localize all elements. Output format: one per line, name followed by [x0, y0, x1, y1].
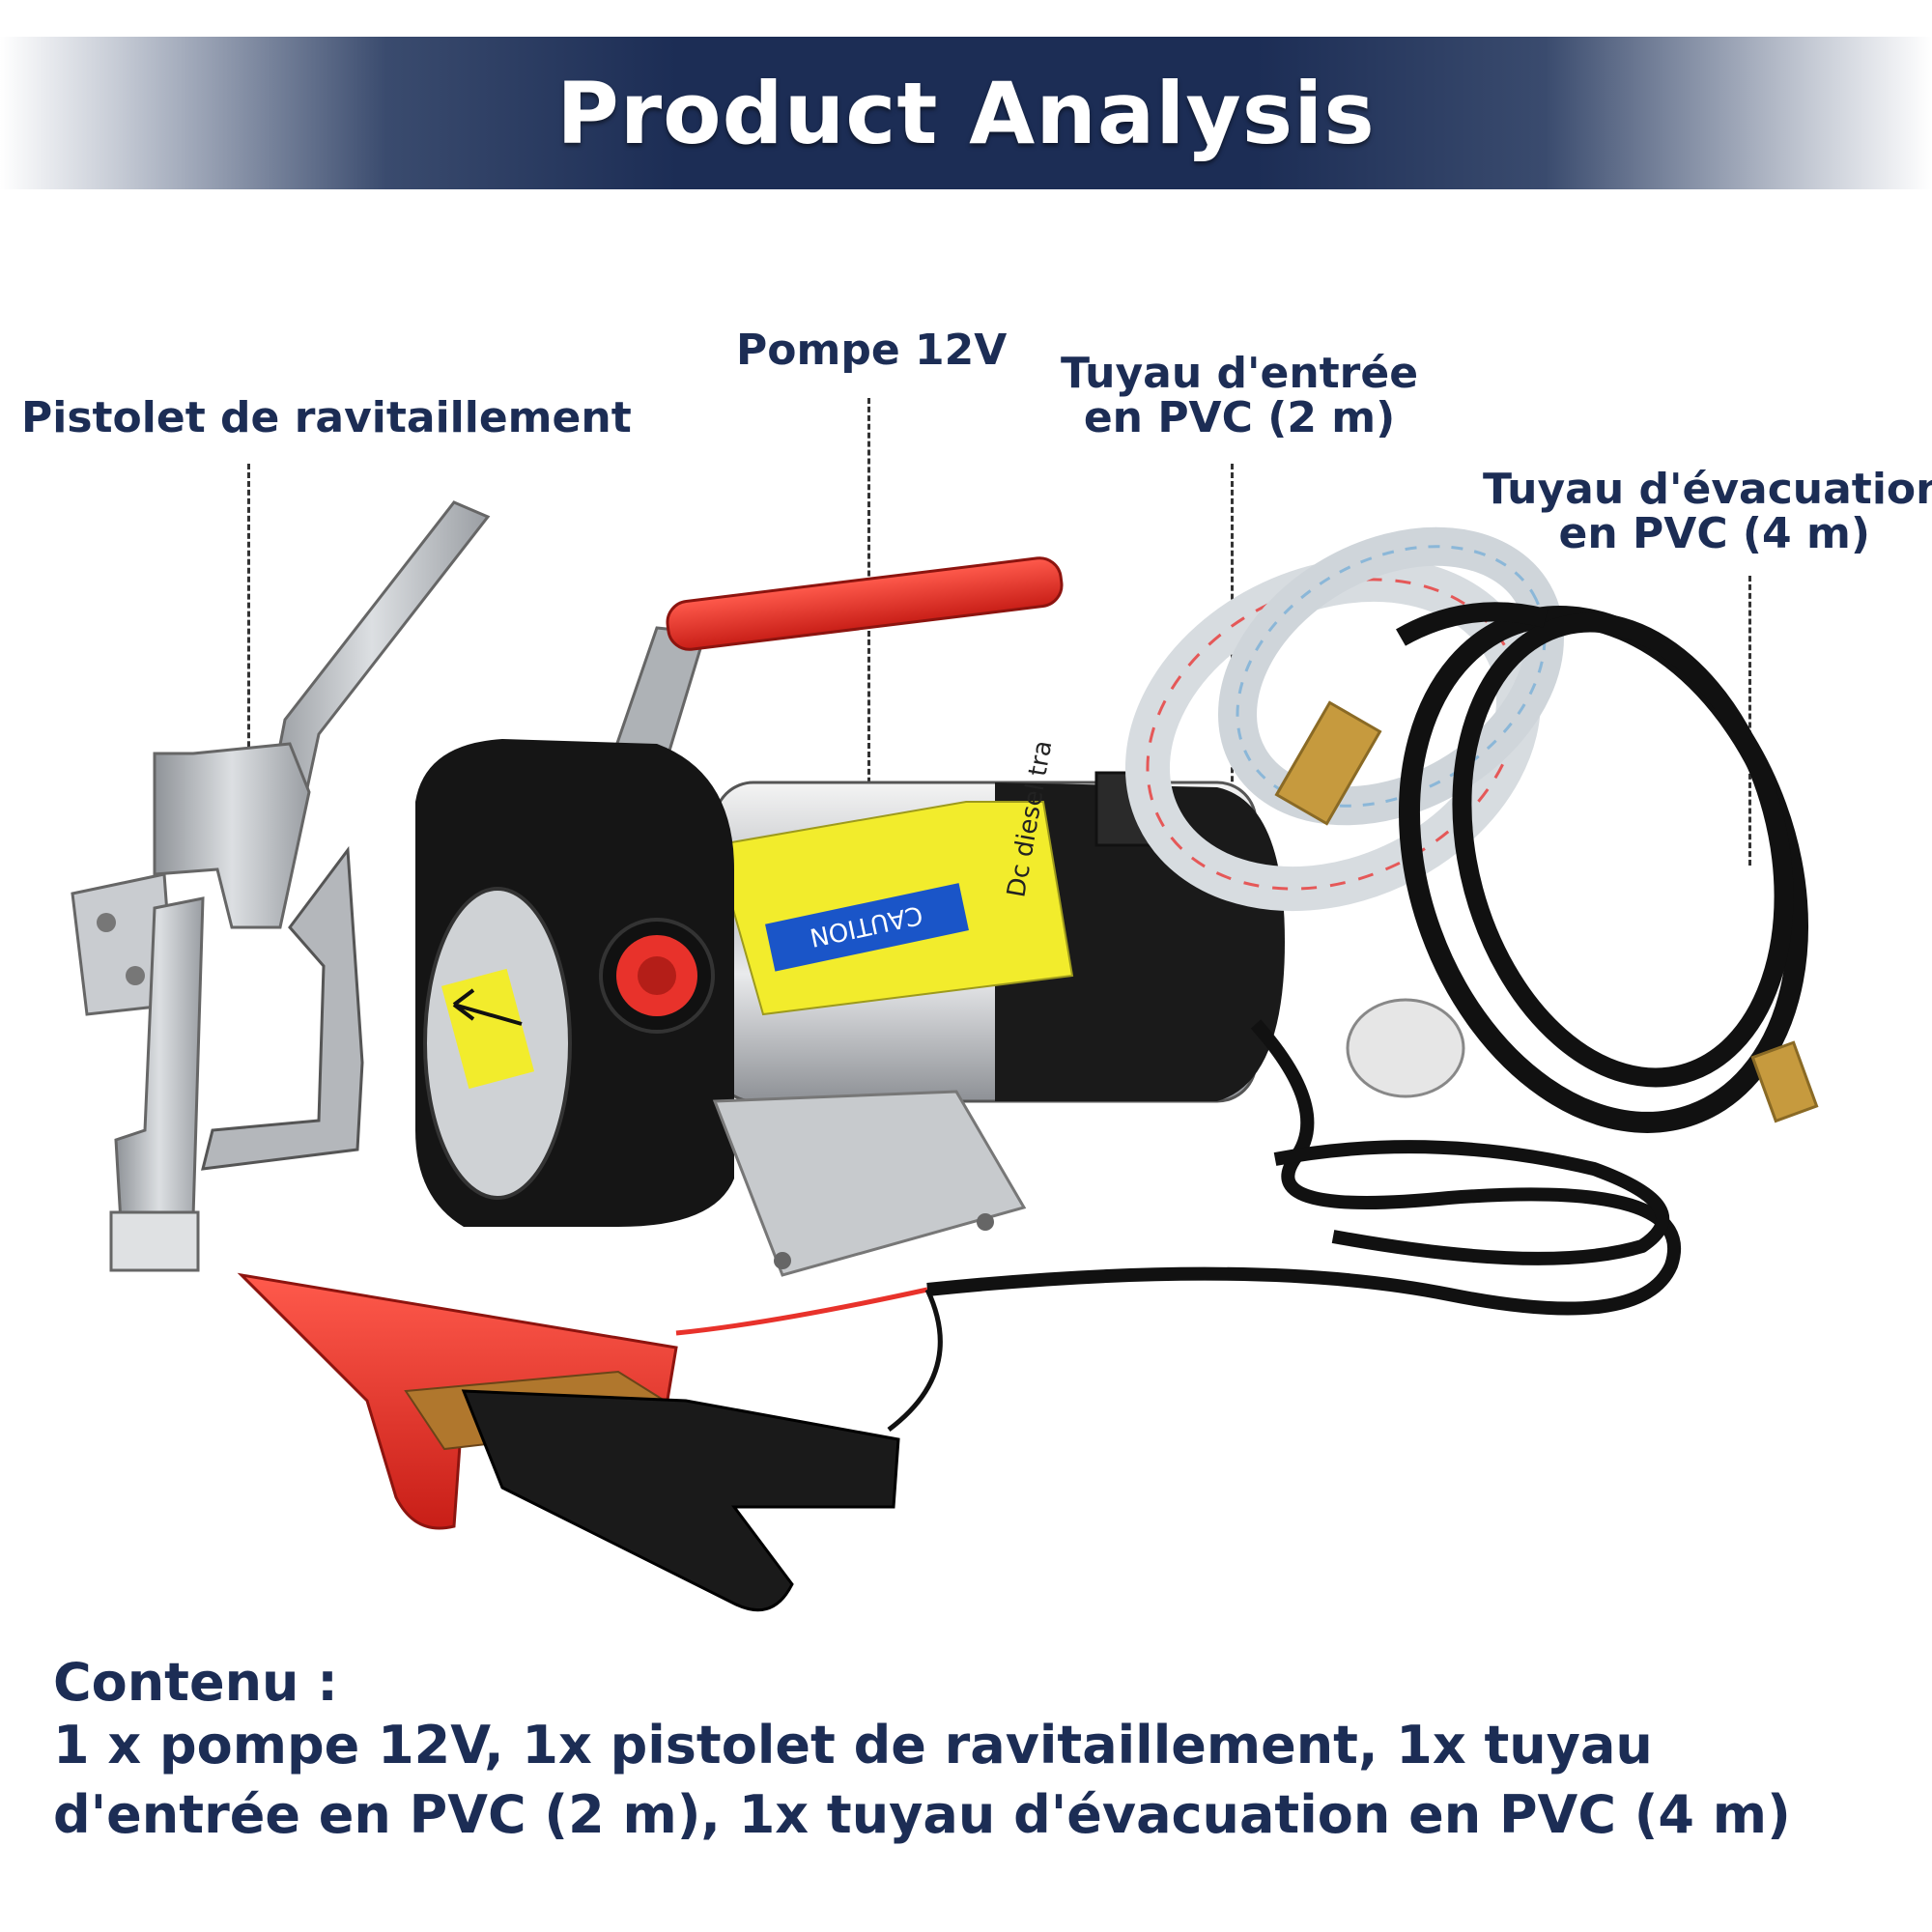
- mounting-bracket: [712, 1090, 1027, 1277]
- callout-pump: Pompe 12V: [736, 326, 1008, 375]
- screw-icon: [126, 966, 145, 985]
- contents-list: 1 x pompe 12V, 1x pistolet de ravitaille…: [53, 1715, 1791, 1845]
- brass-fitting: [1274, 700, 1382, 826]
- arrow-left-icon: [452, 988, 523, 1026]
- callout-outlet-line2: en PVC (4 m): [1558, 509, 1870, 559]
- callout-inlet-hose: Tuyau d'entrée en PVC (2 m): [1061, 349, 1419, 443]
- header-banner: Product Analysis: [0, 37, 1932, 189]
- leader-line-nozzle: [247, 464, 250, 860]
- pump-head: [415, 739, 734, 1227]
- package-contents: Contenu : 1 x pompe 12V, 1x pistolet de …: [53, 1654, 1889, 1849]
- callout-outlet-hose: Tuyau d'évacuation en PVC (4 m): [1483, 465, 1932, 559]
- callout-nozzle: Pistolet de ravitaillement: [21, 393, 632, 442]
- callout-inlet-line1: Tuyau d'entrée: [1061, 349, 1419, 398]
- black-wire: [887, 1288, 943, 1432]
- fuel-nozzle: [71, 500, 491, 1272]
- callout-inlet-line2: en PVC (2 m): [1083, 393, 1396, 443]
- page-title: Product Analysis: [556, 64, 1376, 163]
- red-wire: [675, 1287, 928, 1336]
- inlet-filter: [1346, 998, 1465, 1098]
- pump-motor: CAUTION Dc diesel tra: [713, 738, 1285, 1103]
- leader-line-outlet: [1748, 576, 1751, 866]
- leader-line-pump: [867, 398, 870, 869]
- caution-strip: [765, 883, 969, 972]
- screw-icon: [97, 913, 116, 932]
- callout-outlet-line1: Tuyau d'évacuation: [1483, 465, 1932, 514]
- power-cable: [926, 1019, 1682, 1316]
- brass-fitting: [1750, 1040, 1819, 1123]
- nozzle-inlet-fitting: [109, 1210, 200, 1272]
- nozzle-trigger: [201, 845, 364, 1171]
- bracket-hole-icon: [977, 1213, 994, 1231]
- contents-heading: Contenu :: [53, 1652, 338, 1713]
- black-battery-clamp: [461, 1389, 900, 1612]
- bracket-hole-icon: [774, 1252, 791, 1269]
- black-outlet-hose: [1396, 602, 1809, 1133]
